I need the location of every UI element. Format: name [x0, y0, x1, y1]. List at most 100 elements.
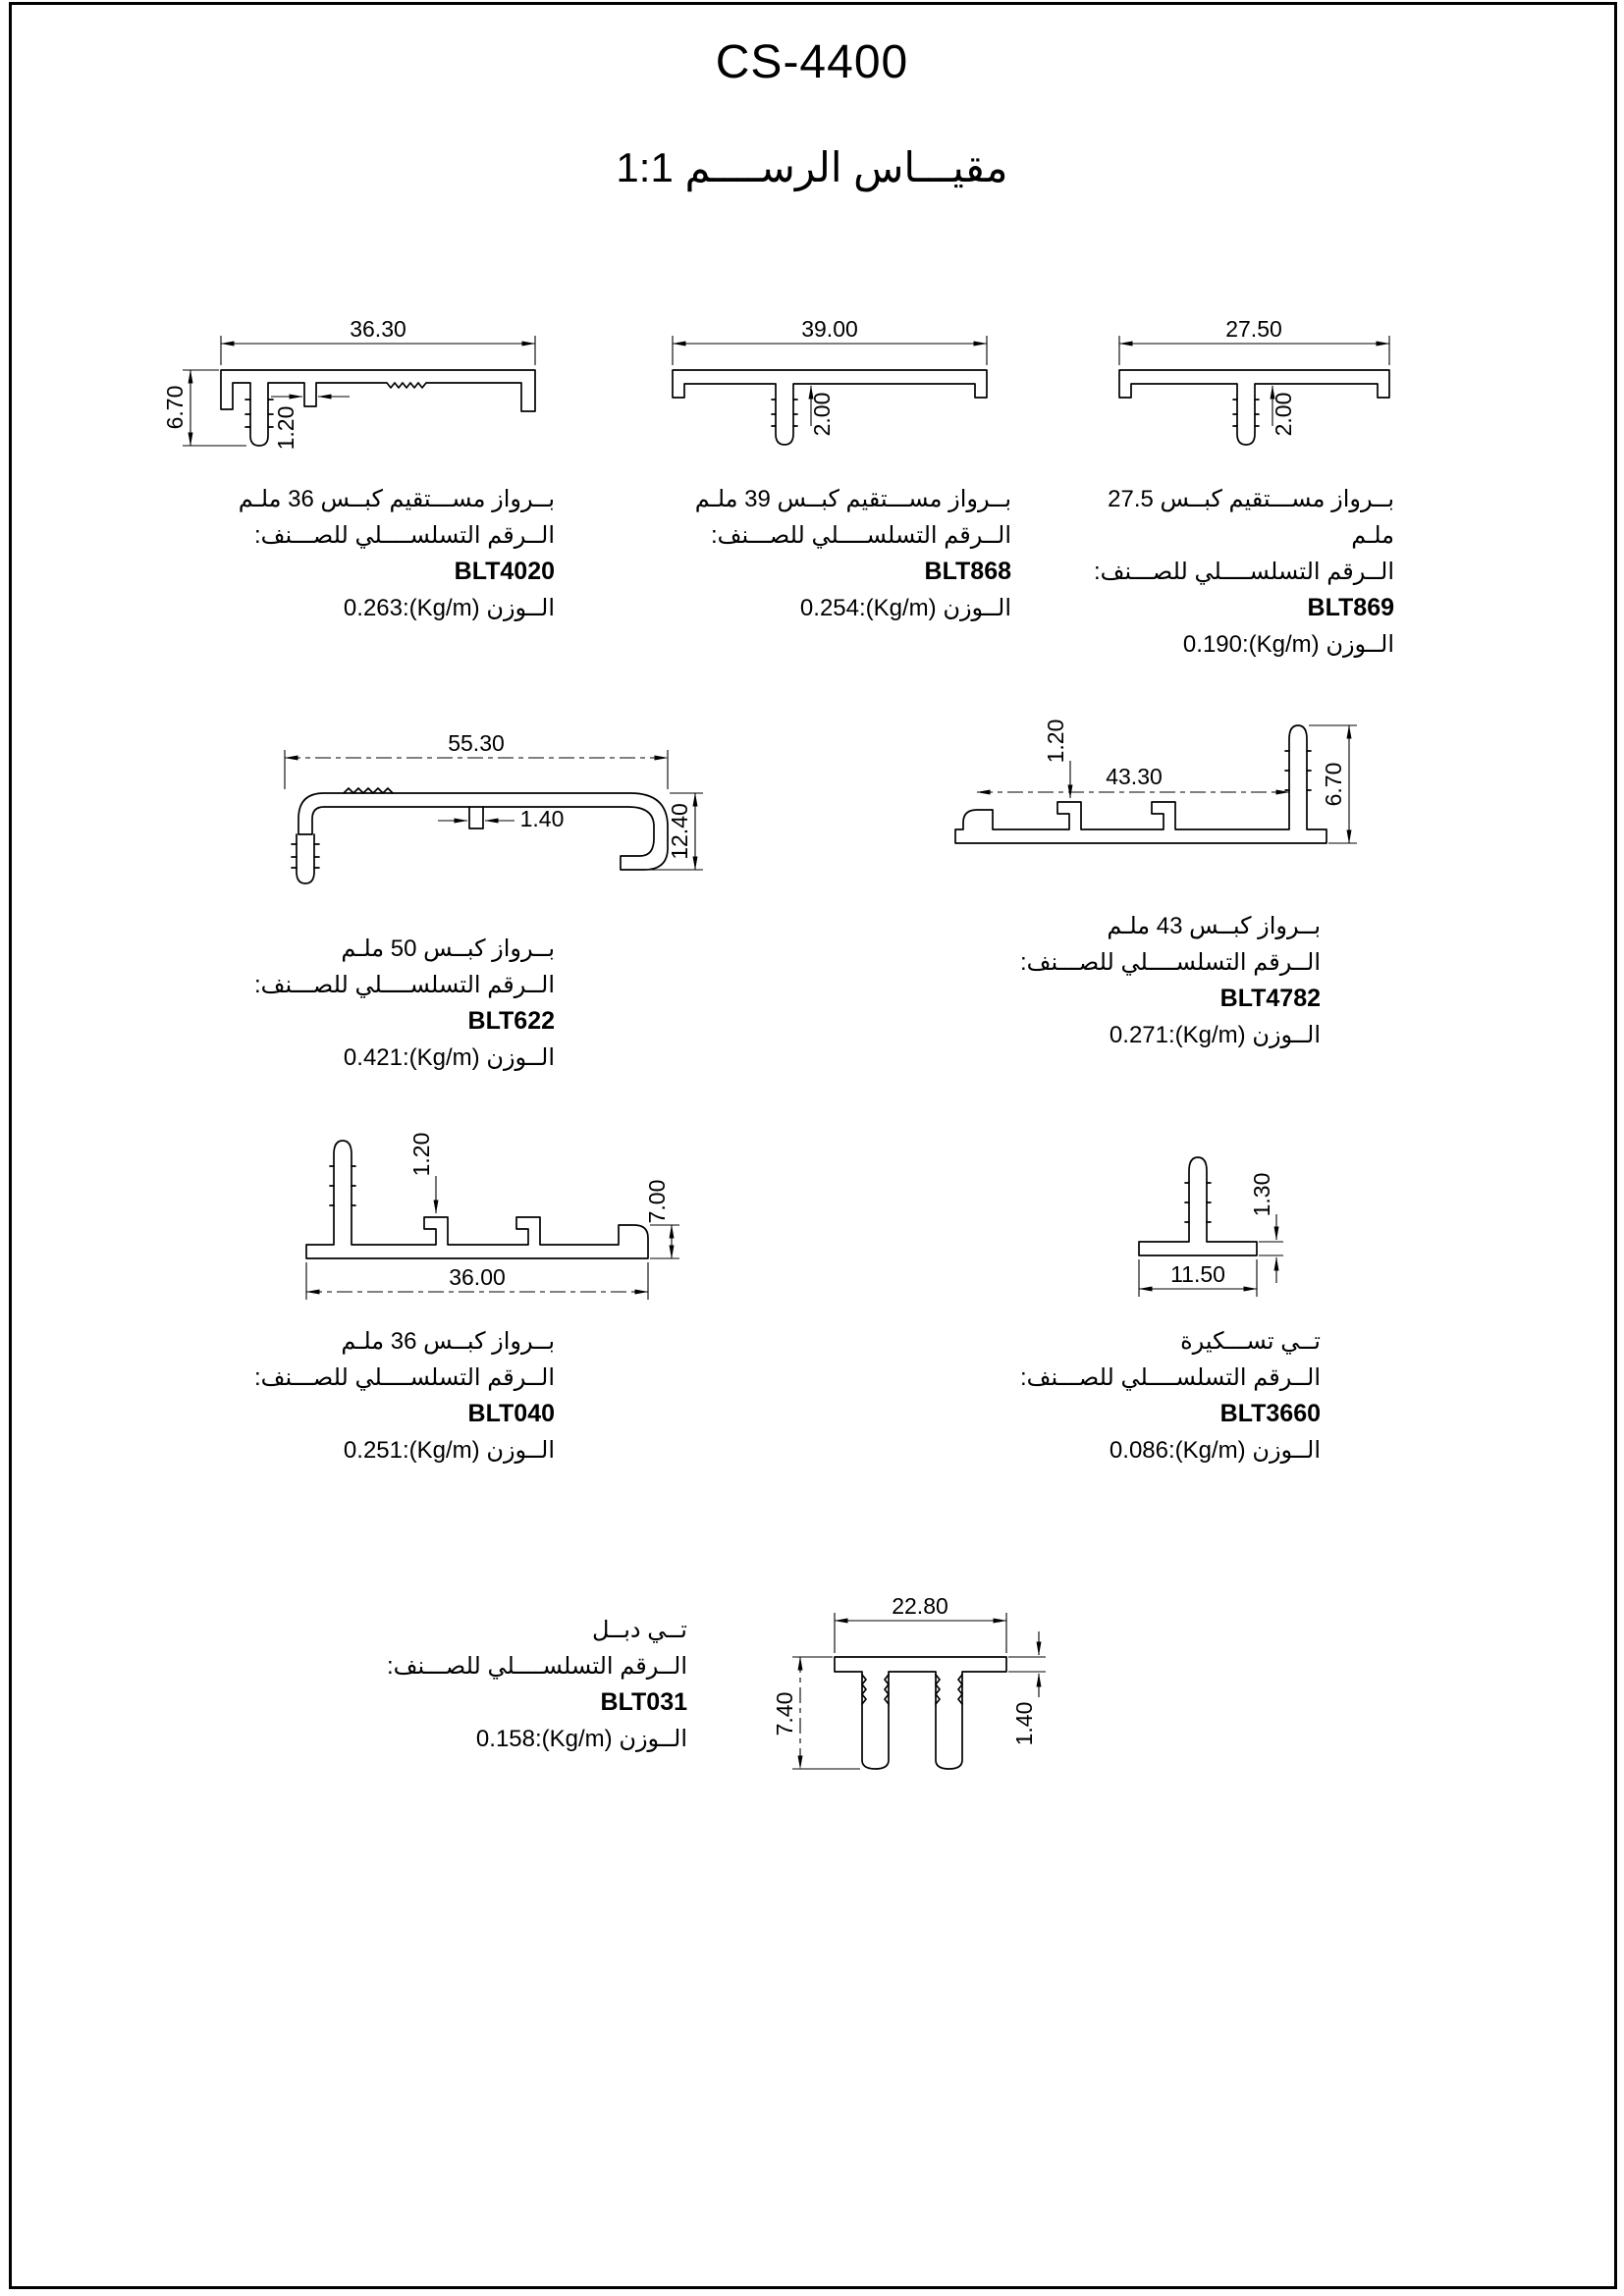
profile-info-blt869: بــرواز مســـتقيم كبــس 27.5 ملـم الــرق… — [1060, 481, 1394, 663]
dimensions-blt869: 27.50 2.00 — [1118, 316, 1390, 436]
weight-line: الــوزن (Kg/m):0.271 — [987, 1017, 1321, 1053]
item-code: BLT869 — [1307, 594, 1394, 621]
dim-thickness: 1.20 — [408, 1133, 434, 1177]
profile-outline — [298, 792, 669, 871]
screw-boss-ribs — [244, 399, 274, 428]
item-code: BLT040 — [467, 1400, 555, 1427]
dim-height: 6.70 — [162, 386, 188, 430]
weight-value: 0.271 — [1109, 1022, 1168, 1048]
screw-boss — [296, 833, 315, 884]
inner-fin — [468, 806, 484, 829]
weight-value: 0.158 — [475, 1726, 535, 1752]
profile-outline — [954, 724, 1327, 844]
profile-info-blt4782: بــرواز كبــس 43 ملـم الــرقم التسلســــ… — [987, 908, 1321, 1053]
profile-drawing-blt4020: 36.30 6.70 1.20 — [162, 316, 536, 451]
dim-thickness: 1.20 — [1043, 720, 1068, 764]
serial-line: الــرقم التسلســــلي للصـــنف: BLT868 — [677, 517, 1011, 590]
profile-info-blt040: بــرواز كبــس 36 ملـم الــرقم التسلســــ… — [221, 1323, 555, 1468]
profile-outline — [834, 1656, 1007, 1770]
profile-info-blt3660: تــي تســـكيرة الــرقم التسلســــلي للصـ… — [987, 1323, 1321, 1468]
profile-info-blt4020: بــرواز مســـتقيم كبــس 36 ملـم الــرقم … — [221, 481, 555, 626]
profile-info-blt622: بــرواز كبــس 50 ملـم الــرقم التسلســــ… — [221, 931, 555, 1076]
item-code: BLT868 — [924, 558, 1011, 585]
serial-label: الــرقم التسلســــلي للصـــنف: — [1093, 559, 1394, 585]
dim-width: 11.50 — [1170, 1261, 1225, 1287]
knurl-serration — [343, 787, 394, 794]
weight-line: الــوزن (Kg/m):0.190 — [1060, 626, 1394, 663]
dim-thickness: 2.00 — [809, 393, 835, 437]
profile-drawing-blt040: 1.20 36.00 7.00 — [305, 1133, 679, 1300]
profile-outline — [305, 1140, 649, 1259]
profile-description: بــرواز مســـتقيم كبــس 39 ملـم — [694, 486, 1011, 512]
serial-line: الــرقم التسلســــلي للصـــنف: BLT3660 — [987, 1360, 1321, 1432]
weight-line: الــوزن (Kg/m):0.421 — [221, 1040, 555, 1076]
dim-width: 27.50 — [1225, 316, 1282, 342]
serial-label: الــرقم التسلســــلي للصـــنف: — [253, 522, 555, 549]
weight-label: الــوزن (Kg/m): — [402, 1437, 555, 1464]
profile-outline — [672, 369, 988, 446]
serial-label: الــرقم التسلســــلي للصـــنف: — [1019, 1364, 1321, 1391]
screw-boss-ribs — [771, 399, 798, 427]
dim-height: 12.40 — [667, 803, 692, 860]
weight-value: 0.421 — [343, 1044, 403, 1071]
weight-label: الــوزن (Kg/m): — [1167, 1022, 1321, 1048]
weight-label: الــوزن (Kg/m): — [1167, 1437, 1321, 1464]
page-title: CS-4400 — [715, 36, 909, 88]
weight-label: الــوزن (Kg/m): — [402, 595, 555, 621]
dim-width: 43.30 — [1106, 764, 1163, 789]
weight-value: 0.190 — [1182, 631, 1242, 658]
weight-label: الــوزن (Kg/m): — [402, 1044, 555, 1071]
dim-width: 55.30 — [448, 730, 505, 756]
dim-thickness: 1.40 — [520, 806, 565, 831]
profile-description: تــي دبــل — [591, 1617, 687, 1643]
weight-label: الــوزن (Kg/m): — [1241, 631, 1394, 658]
dim-height: 6.70 — [1321, 763, 1346, 807]
dim-height: 7.00 — [644, 1180, 670, 1224]
weight-line: الــوزن (Kg/m):0.086 — [987, 1432, 1321, 1468]
dim-width: 39.00 — [801, 316, 858, 342]
item-code: BLT031 — [600, 1688, 687, 1716]
serial-label: الــرقم التسلســــلي للصـــنف: — [1019, 949, 1321, 976]
profile-drawing-blt868: 39.00 2.00 — [672, 316, 988, 446]
profile-description: بــرواز كبــس 43 ملـم — [1107, 913, 1321, 939]
dim-width: 36.30 — [350, 316, 406, 342]
profile-drawing-blt031: 22.80 7.40 1.40 — [772, 1593, 1046, 1770]
screw-boss-ribs — [1184, 1182, 1212, 1223]
profile-outline — [1138, 1156, 1258, 1256]
profile-outline — [220, 369, 536, 447]
profile-info-blt868: بــرواز مســـتقيم كبــس 39 ملـم الــرقم … — [677, 481, 1011, 626]
profile-drawing-blt4782: 1.20 43.30 6.70 — [954, 720, 1357, 844]
weight-value: 0.254 — [799, 595, 859, 621]
item-code: BLT622 — [467, 1007, 555, 1035]
dimensions-blt4782: 1.20 43.30 6.70 — [976, 720, 1357, 844]
profile-drawing-blt622: 55.30 12.40 1.40 — [284, 730, 703, 884]
weight-value: 0.086 — [1109, 1437, 1168, 1464]
dim-thickness: 1.30 — [1249, 1173, 1274, 1217]
serial-label: الــرقم التسلســــلي للصـــنف: — [710, 522, 1011, 549]
weight-label: الــوزن (Kg/m): — [858, 595, 1011, 621]
serial-label: الــرقم التسلســــلي للصـــنف: — [253, 972, 555, 998]
dimensions-blt040: 1.20 36.00 7.00 — [305, 1133, 679, 1300]
serial-label: الــرقم التسلســــلي للصـــنف: — [386, 1653, 687, 1680]
dim-width: 22.80 — [892, 1593, 948, 1619]
profile-description: بــرواز كبــس 50 ملـم — [341, 935, 555, 962]
dim-height: 7.40 — [772, 1692, 797, 1736]
item-code: BLT4020 — [454, 558, 555, 585]
profile-description: بــرواز مســـتقيم كبــس 36 ملـم — [238, 486, 555, 512]
dimensions-blt4020: 36.30 6.70 1.20 — [162, 316, 536, 451]
weight-value: 0.251 — [343, 1437, 403, 1464]
dim-thickness: 1.20 — [273, 406, 298, 451]
screw-boss-ribs — [329, 1165, 356, 1206]
serial-line: الــرقم التسلســــلي للصـــنف: BLT622 — [221, 967, 555, 1040]
item-code: BLT4782 — [1219, 985, 1321, 1012]
item-code: BLT3660 — [1219, 1400, 1321, 1427]
scale-note: مقيـــاس الرســــم 1:1 — [616, 144, 1008, 190]
serial-line: الــرقم التسلســــلي للصـــنف: BLT4020 — [221, 517, 555, 590]
dimensions-blt868: 39.00 2.00 — [672, 316, 988, 437]
dimensions-blt3660: 1.30 11.50 — [1138, 1173, 1283, 1297]
profile-description: بــرواز كبــس 36 ملـم — [341, 1328, 555, 1355]
serial-line: الــرقم التسلســــلي للصـــنف: BLT040 — [221, 1360, 555, 1432]
profile-description: بــرواز مســـتقيم كبــس 27.5 ملـم — [1108, 486, 1394, 549]
weight-line: الــوزن (Kg/m):0.251 — [221, 1432, 555, 1468]
